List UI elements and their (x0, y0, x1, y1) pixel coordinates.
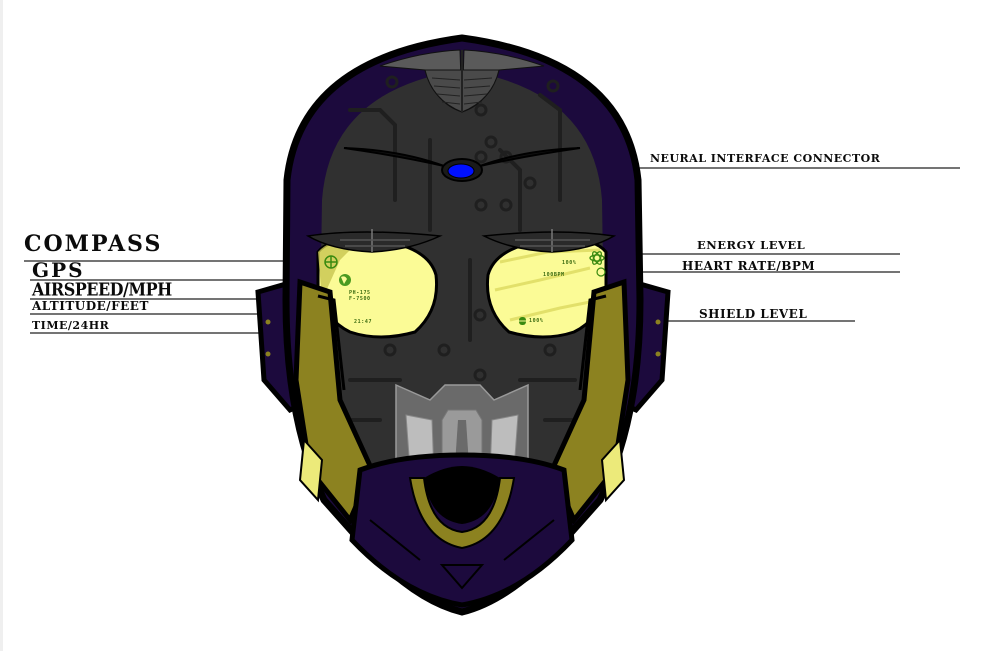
hud-time-value: 21:47 (354, 319, 373, 325)
label-heart-rate: HEART RATE/BPM (682, 259, 816, 273)
hud-energy-value: 100% (562, 260, 577, 266)
label-compass: COMPASS (24, 231, 163, 257)
top-crest (379, 49, 545, 113)
hud-altitude-value: F-7500 (349, 296, 371, 302)
label-energy-level: ENERGY LEVEL (697, 238, 806, 252)
label-neural-interface-connector: NEURAL INTERFACE CONNECTOR (650, 152, 881, 165)
label-time: TIME/24HR (32, 319, 110, 332)
neural-connector-light (447, 163, 475, 179)
heart-rate-icon (596, 267, 606, 277)
right-eyebrow-fin (481, 229, 617, 253)
hud-shield-value: 100% (529, 318, 544, 324)
page-edge (0, 0, 3, 651)
hud-heart-rate-value: 100BPM (543, 272, 565, 278)
label-altitude: ALTITUDE/FEET (32, 299, 149, 313)
energy-atom-icon (589, 251, 605, 265)
face-plate (320, 70, 604, 470)
shield-icon (519, 317, 526, 325)
label-airspeed: AIRSPEED/MPH (32, 278, 172, 300)
compass-icon (324, 255, 338, 269)
label-gps: GPS (32, 258, 85, 282)
jaw-armor (349, 452, 575, 608)
left-eyebrow-fin (305, 229, 443, 253)
label-shield-level: SHIELD LEVEL (699, 307, 808, 321)
gps-globe-icon (339, 274, 351, 286)
hud-airspeed-value: PH-175 (349, 290, 371, 296)
